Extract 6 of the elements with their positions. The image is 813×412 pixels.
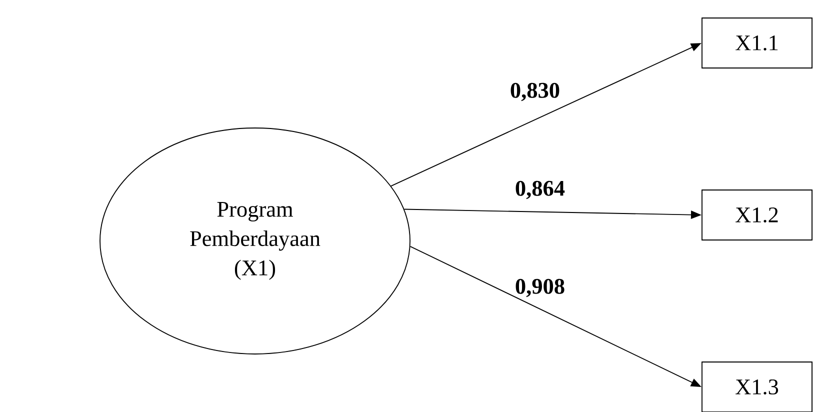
edge-label: 0,908 <box>516 278 564 298</box>
indicator-box: X1.2 <box>702 190 812 240</box>
edge-label: 0,864 <box>516 180 565 200</box>
indicator-box: X1.1 <box>702 18 812 68</box>
indicator-box: X1.3 <box>702 362 812 412</box>
edge-label: 0,830 <box>510 82 560 102</box>
